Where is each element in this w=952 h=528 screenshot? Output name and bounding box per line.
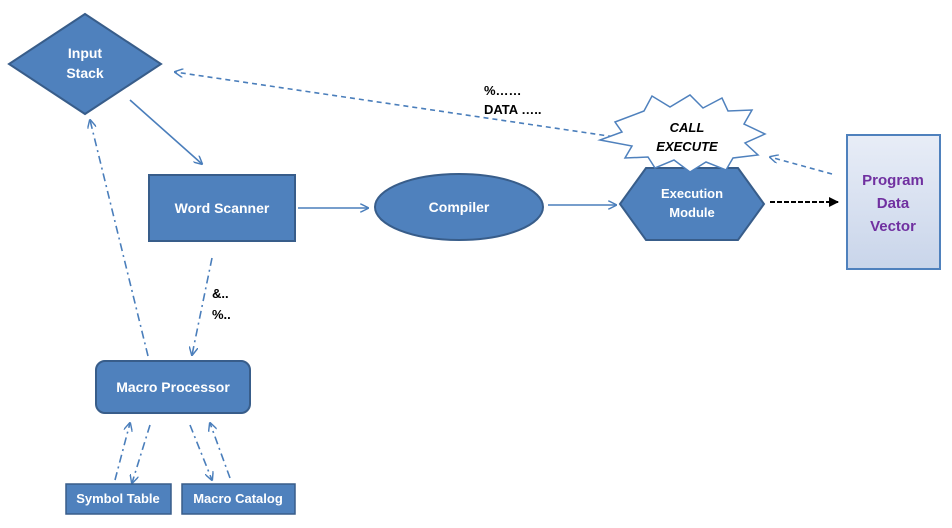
node-symbol-table: Symbol Table	[65, 483, 172, 515]
annotation-percent-short: %..	[212, 307, 231, 322]
annotation-percent: %……	[484, 83, 522, 98]
pdv-label-2: Data	[877, 195, 910, 212]
arrow-call-execute-to-input	[175, 72, 623, 139]
input-stack-label-1: Input	[68, 45, 103, 61]
call-execute-label-1: CALL	[670, 120, 705, 135]
annotation-amp: &..	[212, 286, 229, 301]
macro-catalog-label: Macro Catalog	[193, 491, 283, 506]
annotation-amp-percent: &.. %..	[212, 286, 231, 322]
node-input-stack: Input Stack	[7, 12, 163, 116]
node-compiler: Compiler	[374, 173, 544, 241]
symbol-table-label: Symbol Table	[76, 491, 160, 506]
node-execution-module: Execution Module	[618, 167, 766, 241]
connectors	[90, 72, 839, 483]
node-word-scanner: Word Scanner	[148, 174, 296, 242]
annotation-data: DATA …..	[484, 102, 542, 117]
word-scanner-label: Word Scanner	[175, 200, 270, 216]
arrow-macro-to-catalog	[189, 424, 212, 480]
arrow-pdv-to-call-execute	[770, 157, 833, 175]
node-program-data-vector: Program Data Vector	[846, 134, 941, 270]
arrow-catalog-to-macro	[210, 423, 231, 479]
node-macro-processor: Macro Processor	[95, 360, 251, 414]
input-stack-label-2: Stack	[66, 65, 104, 81]
annotation-percent-data: %…… DATA …..	[484, 83, 542, 117]
arrow-symbol-to-macro	[114, 423, 130, 481]
execution-module-label-2: Module	[669, 205, 715, 220]
macro-processor-label: Macro Processor	[116, 379, 230, 395]
call-execute-label-2: EXECUTE	[656, 139, 718, 154]
node-macro-catalog: Macro Catalog	[181, 483, 296, 515]
pdv-label-3: Vector	[870, 218, 916, 235]
pdv-label-1: Program	[862, 172, 924, 189]
arrow-input-to-scanner	[129, 99, 202, 164]
compiler-label: Compiler	[429, 199, 490, 215]
arrow-macro-to-symbol	[132, 424, 151, 483]
execution-module-label-1: Execution	[661, 186, 723, 201]
arrow-scanner-to-macro	[192, 257, 213, 355]
node-call-execute: CALL EXECUTE	[597, 94, 767, 173]
arrow-macro-to-input	[90, 120, 149, 357]
